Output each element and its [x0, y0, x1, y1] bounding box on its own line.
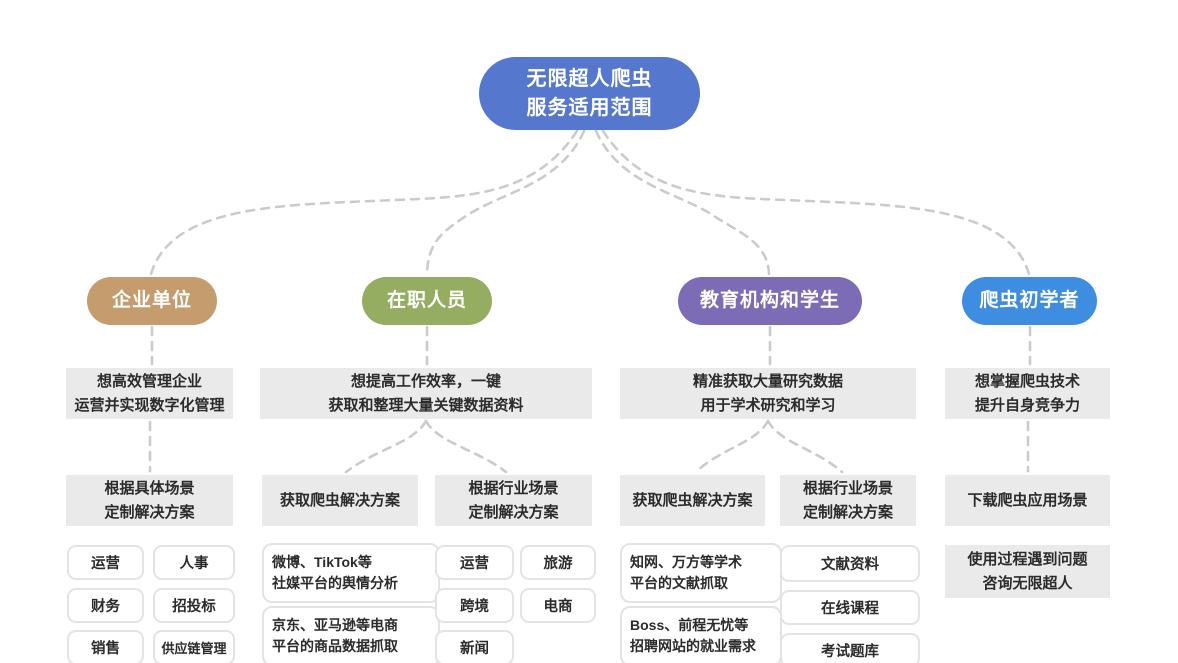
solution-line: 定制解决方案 [468, 503, 559, 521]
need-line: 运营并实现数字化管理 [74, 396, 225, 414]
branch-pill-employee: 在职人员 [362, 277, 492, 325]
branch-label-enterprise: 企业单位 [111, 290, 192, 312]
root-title-line1: 无限超人爬虫 [526, 67, 653, 90]
solution-line: 根据行业场景 [468, 480, 559, 498]
beginner-solution-box: 下载爬虫应用场景 [945, 475, 1110, 526]
solution-line: 获取爬虫解决方案 [279, 491, 400, 509]
followup-line: 使用过程遇到问题 [967, 551, 1088, 569]
root-node: 无限超人爬虫 服务适用范围 [479, 57, 700, 130]
branch-label-beginner: 爬虫初学者 [979, 290, 1080, 312]
leaf-item: 微博、TikTok等 社媒平台的舆情分析 [262, 543, 440, 603]
leaf-item: 旅游 [520, 545, 596, 580]
connector-root-to-employee [425, 129, 586, 276]
branch-label-education: 教育机构和学生 [699, 290, 840, 312]
leaf-item: 新闻 [435, 630, 514, 663]
connector-root-to-beginner [601, 129, 1031, 276]
solution-line: 根据行业场景 [802, 480, 893, 498]
solution-line: 获取爬虫解决方案 [632, 491, 753, 509]
solution-line: 定制解决方案 [104, 503, 195, 521]
leaf-item: 销售 [67, 630, 144, 663]
solution-line: 定制解决方案 [802, 503, 893, 521]
leaf-line: 京东、亚马逊等电商 [272, 617, 398, 633]
leaf-line: 平台的文献抓取 [630, 575, 728, 591]
enterprise-solution-box: 根据具体场景 定制解决方案 [66, 475, 233, 526]
connector-root-to-enterprise [149, 129, 579, 276]
root-title-line2: 服务适用范围 [526, 96, 653, 119]
leaf-item: Boss、前程无忧等 招聘网站的就业需求 [620, 606, 782, 663]
leaf-item: 招投标 [153, 588, 235, 623]
need-line: 精准获取大量研究数据 [692, 373, 843, 391]
leaf-line: 招聘网站的就业需求 [630, 638, 756, 654]
leaf-item: 跨境 [435, 588, 514, 623]
leaf-line: 微博、TikTok等 [272, 554, 372, 570]
connector-employee-fork-left [344, 419, 428, 474]
education-solution-a-box: 获取爬虫解决方案 [620, 475, 765, 526]
education-need-box: 精准获取大量研究数据 用于学术研究和学习 [620, 368, 916, 419]
connector-employee-fork-right [424, 419, 508, 474]
enterprise-need-box: 想高效管理企业 运营并实现数字化管理 [66, 368, 233, 419]
employee-solution-a-box: 获取爬虫解决方案 [262, 475, 418, 526]
connector-education-fork-left [694, 419, 770, 474]
employee-solution-b-box: 根据行业场景 定制解决方案 [435, 475, 592, 526]
leaf-item: 运营 [67, 545, 144, 580]
branch-pill-beginner: 爬虫初学者 [962, 277, 1097, 325]
leaf-item: 财务 [67, 588, 144, 623]
leaf-item: 供应链管理 [153, 630, 235, 663]
education-solution-b-box: 根据行业场景 定制解决方案 [780, 475, 916, 526]
leaf-line: 知网、万方等学术 [630, 554, 742, 570]
solution-line: 下载爬虫应用场景 [967, 491, 1088, 509]
branch-label-employee: 在职人员 [386, 290, 467, 312]
leaf-item: 文献资料 [780, 545, 920, 582]
followup-line: 咨询无限超人 [982, 574, 1073, 592]
need-line: 想高效管理企业 [96, 373, 202, 391]
branch-pill-education: 教育机构和学生 [678, 277, 862, 325]
need-line: 用于学术研究和学习 [700, 396, 836, 414]
employee-need-box: 想提高工作效率，一键 获取和整理大量关键数据资料 [260, 368, 592, 419]
need-line: 获取和整理大量关键数据资料 [328, 396, 524, 414]
leaf-line: 社媒平台的舆情分析 [272, 575, 398, 591]
connector-root-to-education [594, 129, 771, 276]
solution-line: 根据具体场景 [104, 480, 195, 498]
need-line: 想提高工作效率，一键 [350, 373, 501, 391]
leaf-item: 运营 [435, 545, 514, 580]
need-line: 提升自身竞争力 [974, 396, 1080, 414]
leaf-item: 京东、亚马逊等电商 平台的商品数据抓取 [262, 606, 440, 663]
need-line: 想掌握爬虫技术 [974, 373, 1080, 391]
leaf-item: 知网、万方等学术 平台的文献抓取 [620, 543, 782, 603]
leaf-item: 电商 [520, 588, 596, 623]
connector-education-fork-right [766, 419, 844, 474]
beginner-followup-box: 使用过程遇到问题 咨询无限超人 [945, 545, 1110, 598]
beginner-need-box: 想掌握爬虫技术 提升自身竞争力 [945, 368, 1110, 419]
leaf-item: 考试题库 [780, 633, 920, 663]
branch-pill-enterprise: 企业单位 [87, 277, 217, 325]
leaf-line: 平台的商品数据抓取 [272, 638, 398, 654]
leaf-item: 人事 [153, 545, 235, 580]
leaf-line: Boss、前程无忧等 [630, 617, 749, 633]
leaf-item: 在线课程 [780, 590, 920, 625]
